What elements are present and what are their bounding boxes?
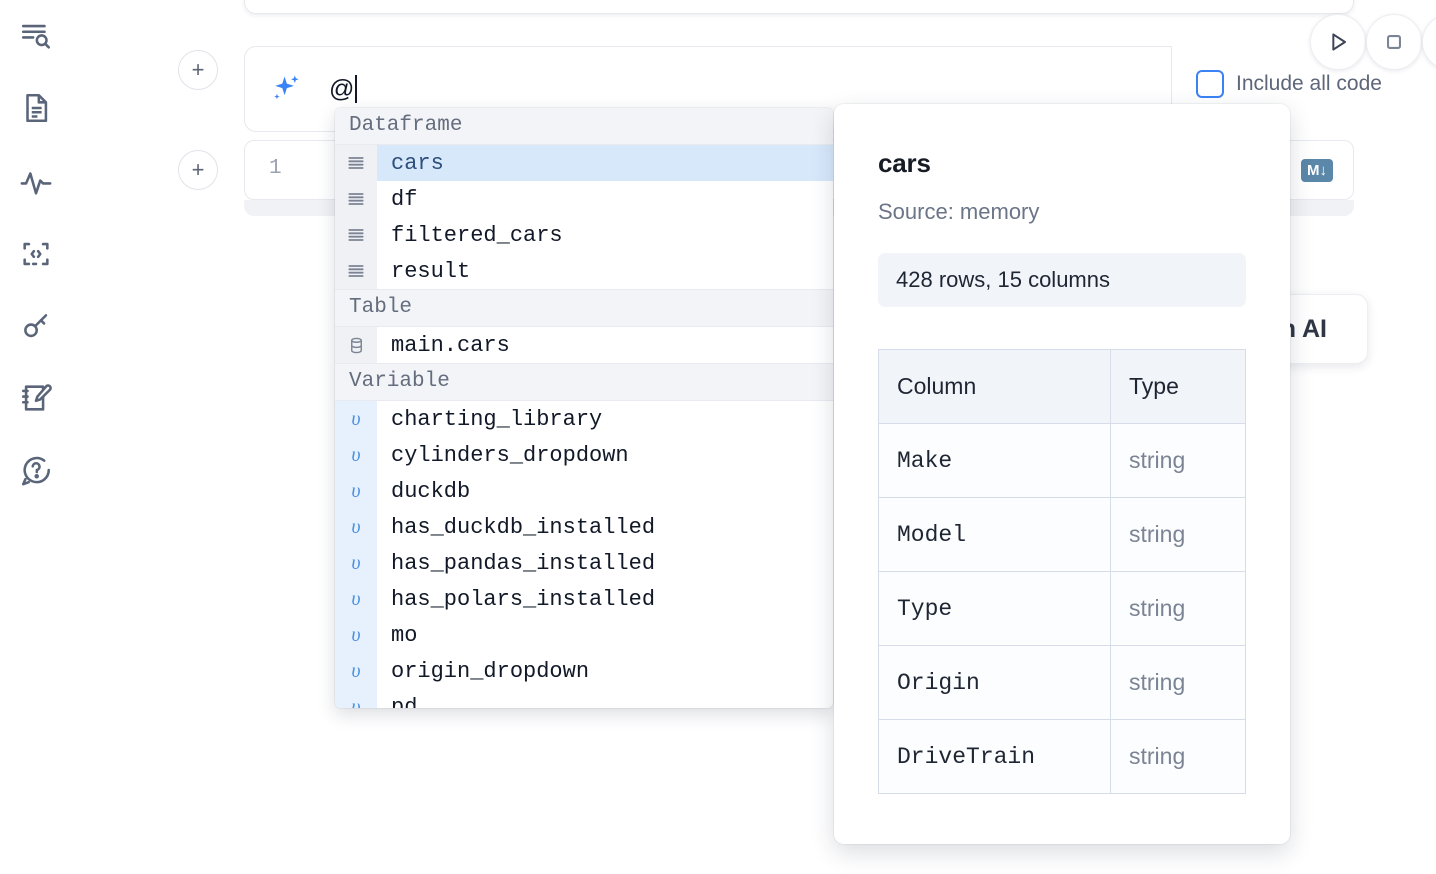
markdown-icon[interactable]: M↓ [1301, 159, 1333, 182]
include-all-code-label: Include all code [1236, 72, 1382, 95]
code-snippet-icon[interactable] [14, 232, 58, 276]
variable-upsilon-icon: υ [335, 653, 377, 689]
doc-column-name: Model [878, 497, 1111, 572]
include-all-code-checkbox[interactable] [1196, 70, 1224, 98]
line-number: 1 [269, 157, 282, 180]
add-cell-button-bottom[interactable]: + [178, 150, 218, 190]
autocomplete-item-name: df [391, 186, 418, 212]
doc-column-name: Type [878, 571, 1111, 646]
doc-column-name: Make [878, 423, 1111, 498]
variable-upsilon-icon: υ [335, 581, 377, 617]
autocomplete-item-name: result [391, 258, 471, 284]
variable-upsilon-icon: υ [335, 689, 377, 708]
autocomplete-dropdown[interactable]: Dataframecarsin-memorydfin-memoryfiltere… [335, 108, 833, 708]
left-icon-rail [0, 0, 72, 874]
autocomplete-item[interactable]: carsin-memory [335, 145, 833, 181]
plus-icon: + [191, 57, 205, 82]
help-chat-icon[interactable] [14, 448, 58, 492]
autocomplete-item-name: cars [391, 150, 444, 176]
plus-icon: + [191, 157, 205, 182]
autocomplete-item[interactable]: υmomodule [335, 617, 833, 653]
add-cell-button-top[interactable]: + [178, 50, 218, 90]
autocomplete-item[interactable]: main.carsin-memory [335, 327, 833, 363]
autocomplete-item-name: has_duckdb_installed [391, 514, 656, 540]
dataframe-rows-icon [335, 253, 377, 289]
autocomplete-group-header: Dataframe [335, 108, 833, 145]
doc-column-name: DriveTrain [878, 719, 1111, 794]
dataframe-rows-icon [335, 181, 377, 217]
table-database-icon [335, 327, 377, 363]
dataframe-rows-icon [335, 217, 377, 253]
variable-upsilon-icon: υ [335, 473, 377, 509]
autocomplete-item-name: has_pandas_installed [391, 550, 656, 576]
include-all-code-row[interactable]: Include all code [1196, 70, 1382, 98]
search-notebook-icon[interactable] [14, 14, 58, 58]
scratchpad-edit-icon[interactable] [14, 376, 58, 420]
autocomplete-item-name: duckdb [391, 478, 471, 504]
autocomplete-item-name: mo [391, 622, 418, 648]
autocomplete-item[interactable]: filtered_carsin-memory [335, 217, 833, 253]
file-document-icon[interactable] [14, 86, 58, 130]
autocomplete-item-name: has_polars_installed [391, 586, 656, 612]
doc-shape-badge: 428 rows, 15 columns [878, 253, 1246, 307]
variable-upsilon-icon: υ [335, 437, 377, 473]
variable-upsilon-icon: υ [335, 401, 377, 437]
autocomplete-item[interactable]: υpdmodule [335, 689, 833, 708]
doc-source: Source: memory [878, 199, 1040, 224]
autocomplete-list: Dataframecarsin-memorydfin-memoryfiltere… [335, 108, 833, 708]
doc-column-name: Origin [878, 645, 1111, 720]
autocomplete-item[interactable]: resultin-memory [335, 253, 833, 289]
doc-column-type: string [1110, 571, 1246, 646]
text-caret [355, 74, 358, 103]
autocomplete-item[interactable]: υduckdbmodule [335, 473, 833, 509]
autocomplete-item-name: pd [391, 694, 418, 709]
key-secrets-icon[interactable] [14, 304, 58, 348]
cell-card-above [244, 0, 1354, 14]
autocomplete-item-name: cylinders_dropdown [391, 442, 629, 468]
stop-cell-button[interactable] [1366, 14, 1422, 70]
run-cell-button[interactable] [1310, 14, 1366, 70]
completion-doc-panel: cars Source: memory 428 rows, 15 columns… [834, 104, 1290, 844]
ai-sparkle-icon [269, 72, 303, 106]
doc-column-type: string [1110, 497, 1246, 572]
more-actions-button[interactable] [1422, 14, 1436, 70]
variable-upsilon-icon: υ [335, 617, 377, 653]
doc-table-header-cell: Column [878, 349, 1111, 424]
autocomplete-item-name: filtered_cars [391, 222, 563, 248]
autocomplete-item[interactable]: dfin-memory [335, 181, 833, 217]
doc-column-type: string [1110, 645, 1246, 720]
doc-column-type: string [1110, 423, 1246, 498]
autocomplete-group-header: Variable [335, 363, 833, 401]
activity-pulse-icon[interactable] [14, 160, 58, 204]
variable-upsilon-icon: υ [335, 509, 377, 545]
autocomplete-group-header: Table [335, 289, 833, 327]
dataframe-rows-icon [335, 145, 377, 181]
doc-title: cars [878, 148, 931, 178]
doc-column-type: string [1110, 719, 1246, 794]
ai-prompt-text: @ [329, 74, 358, 104]
autocomplete-item-name: charting_library [391, 406, 603, 432]
variable-upsilon-icon: υ [335, 545, 377, 581]
autocomplete-item-name: main.cars [391, 332, 510, 358]
autocomplete-item-name: origin_dropdown [391, 658, 590, 684]
doc-table-header-cell: Type [1110, 349, 1246, 424]
